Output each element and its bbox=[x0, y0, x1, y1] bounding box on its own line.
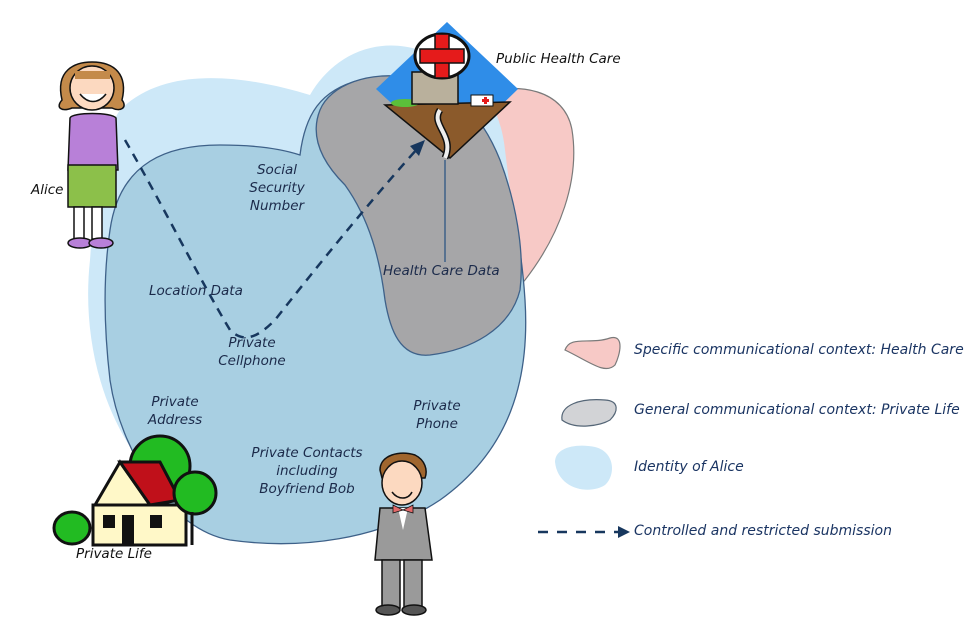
legend-swatch-private-life bbox=[561, 399, 617, 427]
legend-item-health-care: Specific communicational context: Health… bbox=[634, 342, 964, 358]
legend-item-private-life: General communicational context: Private… bbox=[634, 402, 960, 418]
label-line: Private bbox=[151, 394, 199, 410]
label-line: Social bbox=[256, 162, 298, 178]
label-line: Private Contacts bbox=[251, 445, 363, 461]
label-line: Number bbox=[249, 198, 305, 214]
legend-item-identity: Identity of Alice bbox=[634, 459, 744, 475]
controlled-submission-path bbox=[123, 139, 419, 339]
label-line: Security bbox=[249, 180, 305, 196]
legend-swatch-health-care bbox=[564, 337, 621, 370]
label-line: Phone bbox=[416, 416, 458, 432]
private-life-house-icon bbox=[52, 434, 218, 547]
private-cellphone-label: Private Cellphone bbox=[210, 334, 294, 370]
label-line: Private bbox=[413, 398, 461, 414]
public-health-care-icon bbox=[376, 22, 518, 160]
social-security-number-label: Social Security Number bbox=[247, 161, 307, 215]
location-data-label: Location Data bbox=[149, 283, 243, 299]
private-life-label: Private Life bbox=[76, 546, 152, 562]
private-phone-label: Private Phone bbox=[404, 397, 470, 433]
private-contacts-label: Private Contacts including Boyfriend Bob bbox=[240, 444, 374, 498]
label-line: Address bbox=[147, 412, 203, 428]
alice-figure bbox=[58, 61, 125, 249]
bob-figure bbox=[374, 452, 433, 616]
label-line: Boyfriend Bob bbox=[259, 481, 355, 497]
label-line: Private bbox=[228, 335, 276, 351]
alice-label: Alice bbox=[31, 182, 64, 198]
submission-arrowhead bbox=[410, 140, 425, 156]
legend-item-submission: Controlled and restricted submission bbox=[634, 523, 892, 539]
private-address-label: Private Address bbox=[140, 393, 210, 429]
health-care-data-label: Health Care Data bbox=[383, 263, 500, 279]
legend-arrowhead bbox=[618, 526, 630, 538]
label-line: Cellphone bbox=[218, 353, 286, 369]
label-line: including bbox=[276, 463, 338, 479]
public-health-care-label: Public Health Care bbox=[496, 51, 621, 67]
legend-swatch-identity bbox=[555, 445, 612, 490]
